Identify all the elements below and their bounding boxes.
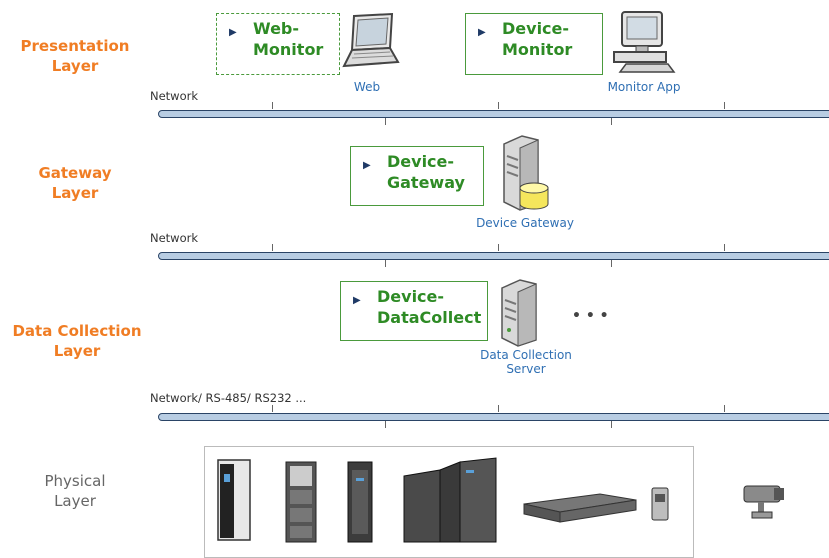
bus-tick (272, 102, 273, 109)
ups-cabinet-icon (217, 459, 251, 541)
bullet-triangle-icon: ▶ (478, 27, 486, 38)
device-datacollect-label: Device- DataCollect (377, 287, 482, 327)
bus-tick (611, 421, 612, 428)
network-label-3: Network/ RS-485/ RS232 ... (150, 391, 307, 405)
cctv-camera-icon (743, 485, 784, 519)
bus-tick (611, 260, 612, 267)
bus-tick (385, 118, 386, 125)
bullet-triangle-icon: ▶ (229, 27, 237, 38)
network-label-2: Network (150, 231, 199, 245)
sensor-device-icon (651, 487, 669, 521)
bus-tick (272, 244, 273, 251)
bus-tick (272, 405, 273, 412)
network-bus-2 (158, 252, 829, 260)
laptop-icon (342, 12, 400, 68)
bus-tick (498, 102, 499, 109)
bus-tick (498, 244, 499, 251)
battery-cabinet-icon (285, 461, 317, 543)
device-monitor-module: ▶ Device- Monitor (465, 13, 603, 75)
network-label-1: Network (150, 89, 199, 103)
bus-tick (385, 421, 386, 428)
ellipsis-more: • • • (572, 308, 609, 324)
presentation-layer-label: Presentation Layer (20, 37, 130, 75)
bullet-triangle-icon: ▶ (363, 160, 371, 171)
device-gateway-label: Device- Gateway (387, 152, 465, 192)
bullet-triangle-icon: ▶ (353, 295, 361, 306)
device-monitor-label: Device- Monitor (502, 19, 573, 59)
bus-tick (498, 405, 499, 412)
server-racks-row-icon (403, 457, 497, 543)
desktop-computer-icon (613, 11, 676, 73)
network-bus-1 (158, 110, 829, 118)
bus-tick (611, 118, 612, 125)
device-gateway-module: ▶ Device- Gateway (350, 146, 484, 206)
rack-cabinet-icon (347, 461, 373, 543)
bus-tick (724, 102, 725, 109)
monitor-app-caption: Monitor App (607, 80, 681, 94)
data-collection-server-caption: Data Collection Server (480, 348, 572, 376)
web-monitor-label: Web- Monitor (253, 19, 324, 59)
network-bus-3 (158, 413, 829, 421)
bus-tick (724, 405, 725, 412)
gateway-layer-label: Gateway Layer (38, 164, 112, 202)
web-caption: Web (353, 80, 381, 94)
server-with-database-icon (503, 135, 549, 211)
physical-layer-label: Physical Layer (44, 472, 106, 510)
web-monitor-module: ▶ Web- Monitor (216, 13, 340, 75)
device-datacollect-module: ▶ Device- DataCollect (340, 281, 488, 341)
bus-tick (724, 244, 725, 251)
device-gateway-caption: Device Gateway (476, 216, 574, 230)
data-collection-server-icon (501, 279, 537, 347)
data-collection-layer-label: Data Collection Layer (12, 322, 142, 360)
network-appliance-icon (523, 493, 637, 523)
bus-tick (385, 260, 386, 267)
